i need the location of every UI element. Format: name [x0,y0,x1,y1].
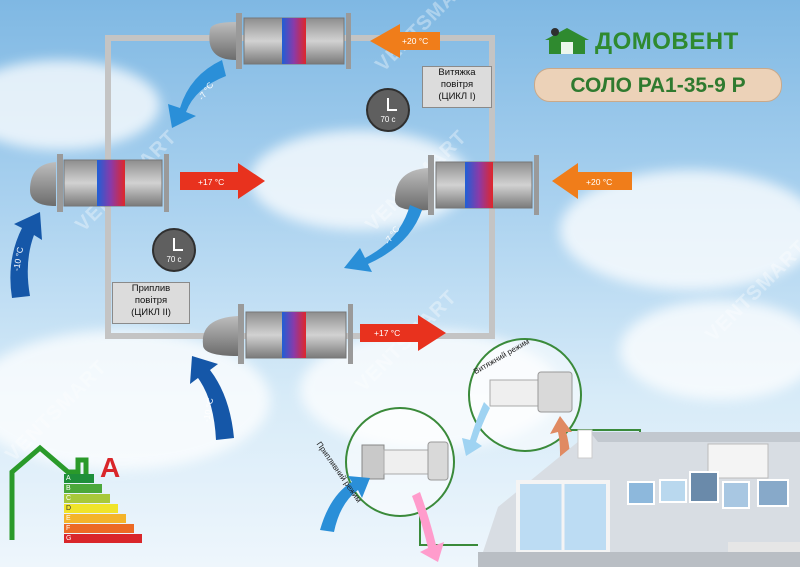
label-line: повітря [134,295,168,306]
energy-bar: E [64,514,126,523]
arrow-right-out [344,205,422,272]
timer-icon: 70 с [152,228,196,272]
label-line: Витяжка [438,67,476,78]
supply-device [361,441,449,481]
arrow-top-in [370,24,440,58]
connector-line [419,516,478,546]
label-line: Приплив [131,283,171,294]
energy-bar: F [64,524,134,533]
arrow-bottom-out [360,315,446,351]
class-label: D [66,505,72,512]
energy-bar: B [64,484,102,493]
arrow-bottom-in [190,356,234,440]
energy-bar: D [64,504,118,513]
temp-left-out: +17 °C [198,177,225,187]
brand-logo: ДОМОВЕНТ [543,26,783,56]
supply-in-arrow [320,476,370,532]
class-label: A [66,475,71,482]
class-label: G [66,535,72,542]
vent-unit-left [30,154,169,212]
temp-bottom-out: +17 °C [374,328,401,338]
arrow-left-in [10,212,42,298]
house-outline [105,35,495,339]
timer-label: 70 с [166,255,182,264]
label-line: (ЦИКЛ ІІ) [131,307,171,318]
brand-name: ДОМОВЕНТ [595,28,739,55]
cloud [0,60,160,150]
room-illustration [478,412,800,567]
energy-scale: A B C D E F G [64,474,142,543]
energy-house-icon [9,444,89,540]
energy-grade: A [100,452,121,483]
model-name: СОЛО РА1-35-9 Р [570,74,746,97]
cloud [620,300,800,400]
timer-icon: 70 с [366,88,410,132]
class-label: F [66,525,71,532]
class-label: E [66,515,71,522]
vent-unit-top [209,13,351,69]
energy-bar: A [64,474,94,483]
exhaust-out-arrow [462,402,490,456]
exhaust-device [489,371,573,413]
temp-right-in: +20 °C [586,177,613,187]
temp-top-in: +20 °C [402,36,429,46]
class-label: B [66,485,71,492]
house-logo-icon [545,28,589,54]
arrow-left-out [180,163,265,199]
energy-bar: C [64,494,110,503]
label-line: повітря [440,79,474,90]
arrow-top-out [168,60,226,128]
timer-label: 70 с [380,115,396,124]
supply-out-arrow [412,492,444,562]
model-badge: СОЛО РА1-35-9 Р [534,68,782,102]
label-line: (ЦИКЛ І) [438,91,476,102]
vent-unit-right [395,155,539,215]
supply-cycle-label: Приплив повітря (ЦИКЛ ІІ) [112,282,190,324]
arrow-right-in [552,163,632,199]
energy-bar: G [64,534,142,543]
vent-unit-bottom [202,304,353,364]
class-label: C [66,495,72,502]
exhaust-cycle-label: Витяжка повітря (ЦИКЛ І) [422,66,492,108]
